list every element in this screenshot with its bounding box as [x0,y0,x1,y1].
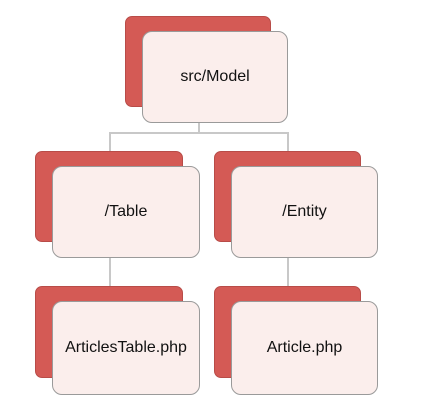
connector-root-stem [198,122,200,133]
node-entity-label: /Entity [282,203,327,220]
node-table: /Table [35,151,200,259]
connector-to-entity [287,132,289,152]
connector-to-table [109,132,111,152]
connector-entity-to-leaf [287,255,289,288]
node-articles-table: ArticlesTable.php [35,286,200,396]
connector-horizontal [109,132,289,134]
node-root-box: src/Model [142,31,288,123]
node-articles-table-label: ArticlesTable.php [65,339,187,356]
node-root: src/Model [125,16,289,124]
node-root-label: src/Model [180,68,250,85]
node-table-label: /Table [104,203,148,220]
node-table-box: /Table [52,166,200,258]
node-article: Article.php [214,286,378,396]
node-entity: /Entity [214,151,378,259]
node-articles-table-box: ArticlesTable.php [52,301,200,395]
node-article-label: Article.php [266,339,343,356]
connector-table-to-leaf [109,255,111,288]
node-entity-box: /Entity [231,166,378,258]
node-article-box: Article.php [231,301,378,395]
